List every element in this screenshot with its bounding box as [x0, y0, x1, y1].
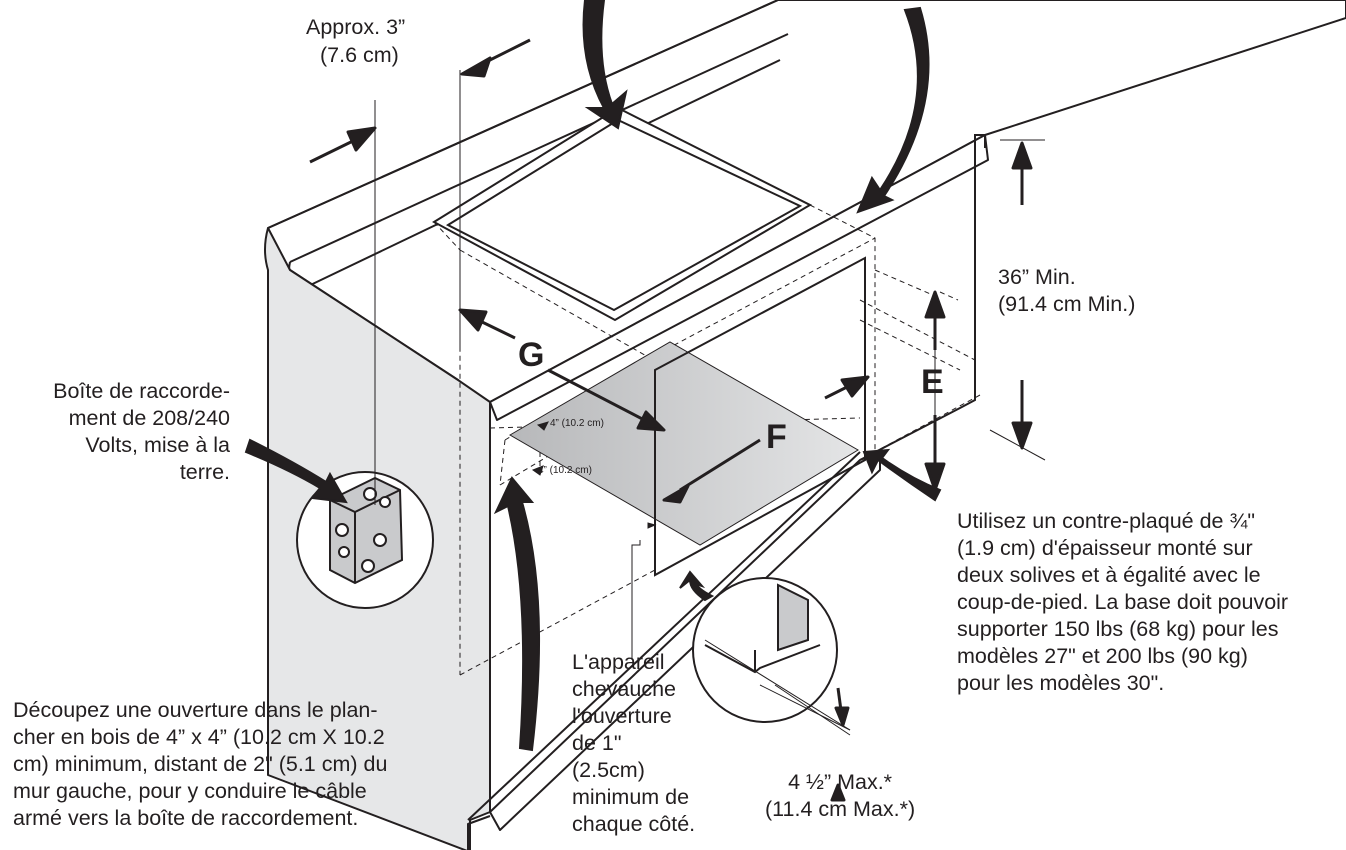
dimension-4in-upper: 4” (10.2 cm): [550, 418, 604, 429]
approx-inches-label: Approx. 3”: [306, 15, 406, 39]
dimension-4in-lower: 4” (10.2 cm): [538, 465, 592, 476]
dimension-letter-g: G: [518, 336, 545, 374]
arrows: [309, 38, 1033, 802]
appliance-outline: [654, 256, 866, 577]
floor-opening-note: Découpez une ouverture dans le plan- che…: [13, 698, 388, 830]
kick-detail-circle: [692, 577, 838, 723]
height-min-label: 36” Min. (91.4 cm Min.): [998, 265, 1136, 316]
dimension-letter-e: E: [921, 363, 944, 401]
small-dim-arrows: [531, 421, 657, 529]
countertop: [267, 0, 1346, 421]
approx-cm-label: (7.6 cm): [320, 43, 399, 67]
cabinet-right-wall: [859, 134, 986, 461]
plywood-note: Utilisez un contre-plaqué de ¾" (1.9 cm)…: [957, 509, 1289, 695]
overlap-note: L'appareil chevauche l'ouverture de 1" (…: [572, 650, 696, 836]
junction-box-label: Boîte de raccorde- ment de 208/240 Volts…: [53, 379, 230, 484]
floor-opening-shading: [509, 341, 859, 546]
curved-pointer-arrows: [244, 0, 942, 752]
junction-box-detail: [296, 471, 434, 609]
dimension-letter-f: F: [766, 418, 787, 456]
max-height-note: 4 ½” Max.* (11.4 cm Max.*): [765, 770, 916, 821]
